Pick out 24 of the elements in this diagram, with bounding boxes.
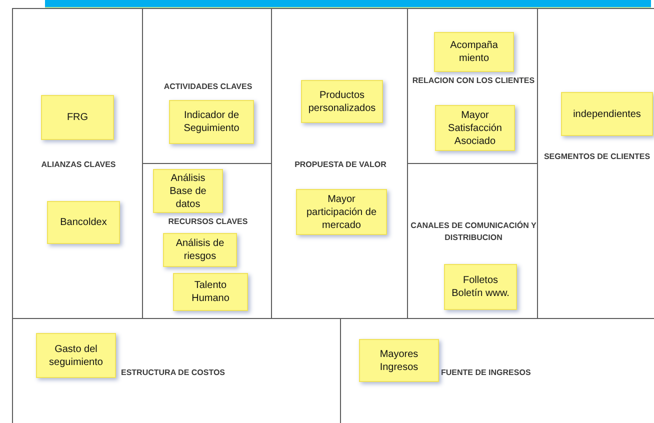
sticky-note: Mayor participación de mercado <box>296 189 387 235</box>
sticky-note: Acompaña miento <box>434 32 514 72</box>
sticky-note: Análisis de riesgos <box>163 233 237 267</box>
sticky-note: Productos personalizados <box>301 80 383 123</box>
sticky-note: Indicador de Seguimiento <box>169 100 254 144</box>
section-title: ACTIVIDADES CLAVES <box>162 81 254 93</box>
section-title: PROPUESTA DE VALOR <box>294 159 388 171</box>
sticky-note: Talento Humano <box>173 273 248 311</box>
section-title: RELACION CON LOS CLIENTES <box>411 75 536 87</box>
sticky-note: Análisis Base de datos <box>153 169 223 213</box>
sticky-note: Folletos Boletín www. <box>444 264 517 310</box>
sticky-note: FRG <box>41 95 114 140</box>
sticky-note: Mayor Satisfacción Asociado <box>435 105 515 151</box>
section-title: FUENTE DE INGRESOS <box>441 367 532 379</box>
section-title: SEGMENTOS DE CLIENTES <box>542 151 652 163</box>
section-title: ESTRUCTURA DE COSTOS <box>121 367 226 379</box>
canvas-section <box>12 8 143 319</box>
sticky-note: independientes <box>561 92 653 136</box>
section-title: RECURSOS CLAVES <box>167 216 249 228</box>
sticky-note: Mayores Ingresos <box>359 339 439 382</box>
section-title: ALIANZAS CLAVES <box>40 159 117 171</box>
section-title: CANALES DE COMUNICACIÓN Y DISTRIBUCION <box>410 220 538 244</box>
sticky-note: Gasto del seguimiento <box>36 333 116 378</box>
sticky-note: Bancoldex <box>47 201 120 244</box>
